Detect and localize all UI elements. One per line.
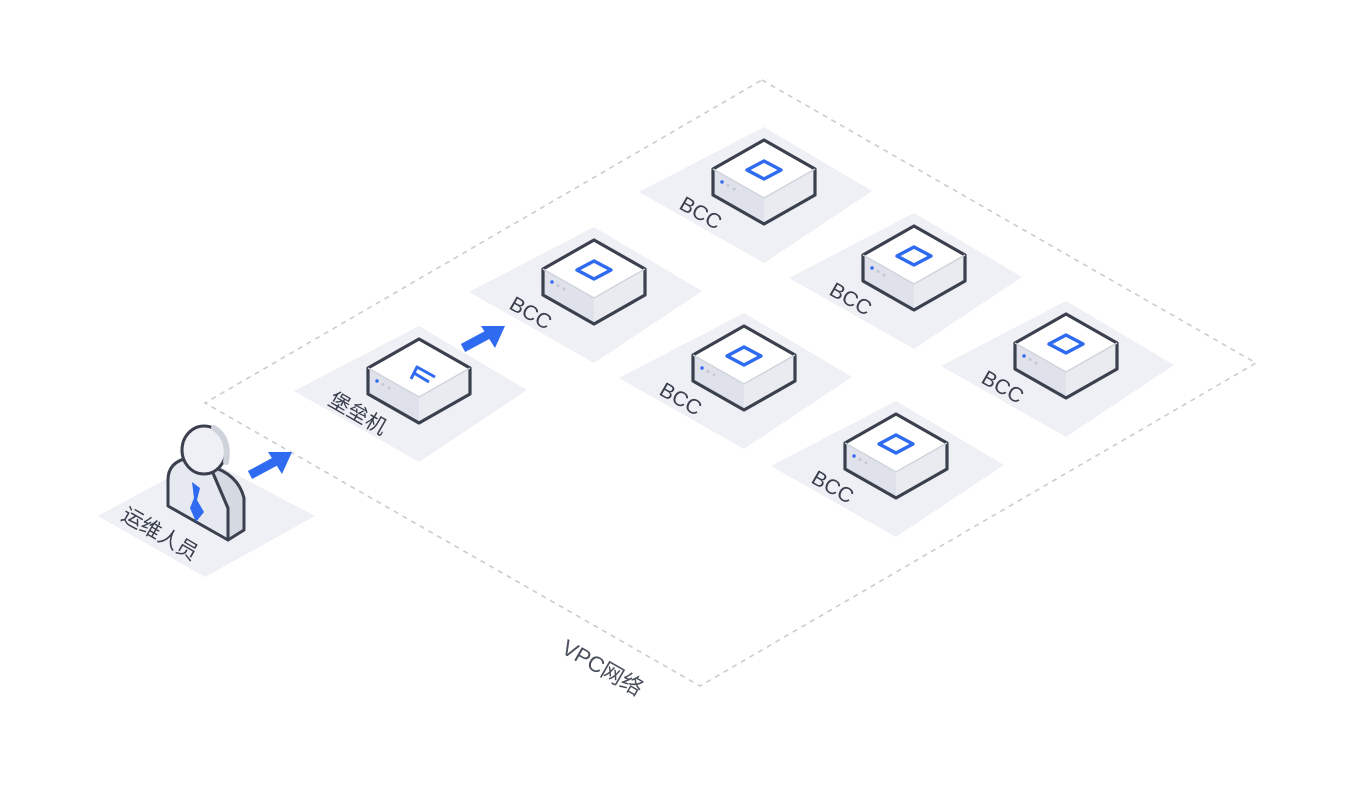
user-icon (166, 424, 246, 542)
bcc-server-3[interactable]: BCC (789, 213, 1022, 349)
server-icon (691, 324, 797, 412)
bcc-server-6[interactable]: BCC (771, 401, 1004, 537)
bastion-server-icon (366, 337, 472, 425)
bcc-server-5[interactable]: BCC (941, 301, 1174, 437)
bcc-server-2[interactable]: BCC (639, 127, 872, 263)
flow-arrow-bastion-to-bcc (460, 326, 505, 352)
vpc-network-label: VPC网络 (558, 635, 648, 701)
bcc-server-1[interactable]: BCC (469, 227, 702, 363)
flow-arrow-operator-to-bastion (247, 452, 292, 479)
vpc-network-boundary (203, 79, 1258, 687)
server-icon (1013, 312, 1119, 400)
operator-node[interactable]: 运维人员 (98, 424, 315, 577)
server-icon (541, 238, 647, 326)
server-icon (711, 138, 817, 226)
server-icon (843, 412, 949, 500)
bcc-server-4[interactable]: BCC (619, 313, 852, 449)
bastion-node[interactable]: 堡垒机 (294, 326, 527, 462)
server-icon (861, 224, 967, 312)
